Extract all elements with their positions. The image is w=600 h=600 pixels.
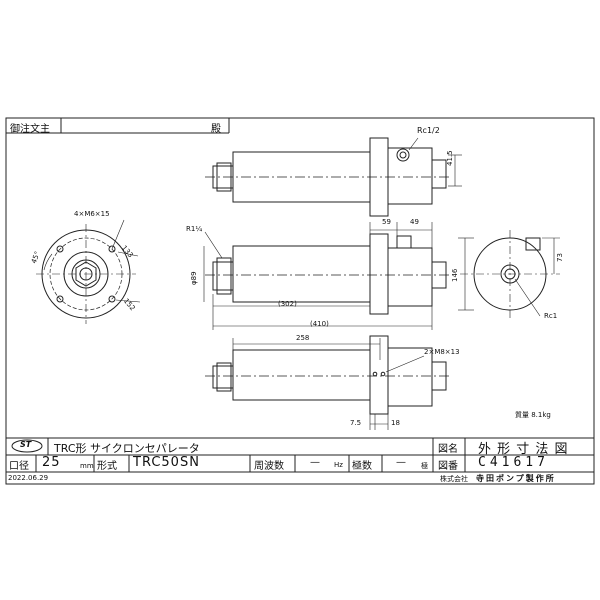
order-label: 御注文主 [10, 124, 50, 135]
freq-label: 周波数 [254, 461, 284, 472]
company-prefix: 株式会社 [440, 475, 468, 483]
bottom-view [205, 335, 450, 430]
left-end-view [36, 219, 141, 324]
company-logo-shape [11, 439, 43, 453]
sheet-frame [5, 117, 595, 485]
model-value: TRC50SN [133, 455, 200, 470]
drawno-label: 図番 [438, 461, 458, 472]
dim-258: 258 [296, 334, 310, 342]
thread-r1-quarter: R1¼ [186, 225, 203, 233]
mass-note: 質量 8.1kg [515, 411, 551, 419]
dim-7-5: 7.5 [350, 419, 362, 427]
dim-dia-89: φ89 [190, 271, 198, 285]
sama-label: 殿 [211, 124, 221, 135]
dim-146: 146 [451, 268, 459, 282]
top-view [205, 137, 462, 217]
company-name: 寺田ポンプ製作所 [476, 474, 556, 483]
drawno-value: C41617 [478, 455, 549, 470]
bore-label: 口径 [9, 461, 29, 472]
poles-label: 極数 [352, 461, 372, 472]
company-logo: ST [20, 440, 32, 449]
right-end-view [458, 230, 560, 318]
hole-spec-2xm8: 2×M8×13 [424, 348, 460, 356]
dim-41-5: 41.5 [446, 150, 454, 166]
hole-spec-4xm6: 4×M6×15 [74, 210, 110, 218]
port-rc1-label: Rc1 [544, 312, 558, 320]
dim-49: 49 [410, 218, 419, 226]
figname-value: 外 形 寸 法 図 [478, 442, 569, 457]
port-rc-half-label: Rc1/2 [417, 126, 440, 135]
front-view [203, 222, 450, 330]
freq-value: — [310, 457, 320, 468]
bore-value: 25 [42, 455, 61, 470]
dim-73: 73 [556, 253, 564, 262]
poles-value: — [396, 457, 406, 468]
date-stamp: 2022.06.29 [8, 474, 49, 482]
figname-label: 図名 [438, 444, 458, 455]
bore-unit: mm [80, 462, 94, 470]
dim-302: (302) [278, 300, 297, 308]
product-name: TRC形 サイクロンセパレータ [54, 442, 200, 455]
model-label: 形式 [97, 461, 117, 472]
dim-18: 18 [391, 419, 400, 427]
title-block-grid [6, 437, 594, 473]
poles-unit: 極 [421, 462, 428, 470]
dim-59: 59 [382, 218, 391, 226]
freq-unit: Hz [334, 461, 343, 469]
dim-410: (410) [310, 320, 329, 328]
